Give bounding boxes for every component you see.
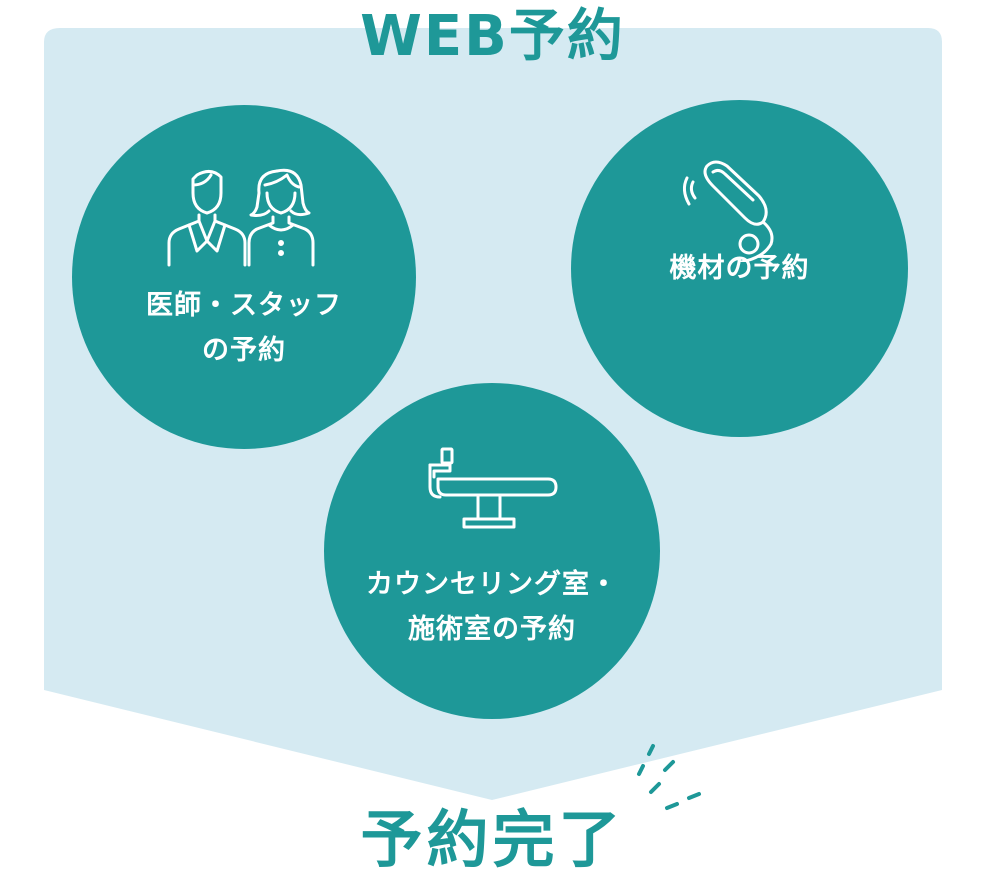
- option-room-label: カウンセリング室・ 施術室の予約: [366, 562, 618, 652]
- option-doctor-staff: 医師・スタッフ の予約: [72, 105, 416, 449]
- option-room-label-line2: 施術室の予約: [408, 614, 576, 645]
- option-equipment: 機材の予約: [571, 100, 908, 437]
- handheld-device-icon: [682, 160, 774, 262]
- option-equipment-label: 機材の予約: [670, 246, 810, 291]
- option-doctor-staff-label-line2: の予約: [202, 335, 286, 366]
- option-equipment-label-line1: 機材の予約: [669, 253, 810, 284]
- option-room-label-line1: カウンセリング室・: [366, 569, 618, 600]
- completion-label: 予約完了: [360, 803, 625, 876]
- emphasis-spark-lines: [637, 744, 701, 810]
- option-doctor-staff-label-line1: 医師・スタッフ: [146, 290, 342, 321]
- option-room: カウンセリング室・ 施術室の予約: [324, 383, 660, 719]
- page-title: WEB予約: [360, 4, 625, 69]
- option-doctor-staff-label: 医師・スタッフ の予約: [146, 283, 342, 373]
- treatment-bed-icon: [428, 447, 558, 529]
- doctor-staff-icon: [167, 168, 315, 267]
